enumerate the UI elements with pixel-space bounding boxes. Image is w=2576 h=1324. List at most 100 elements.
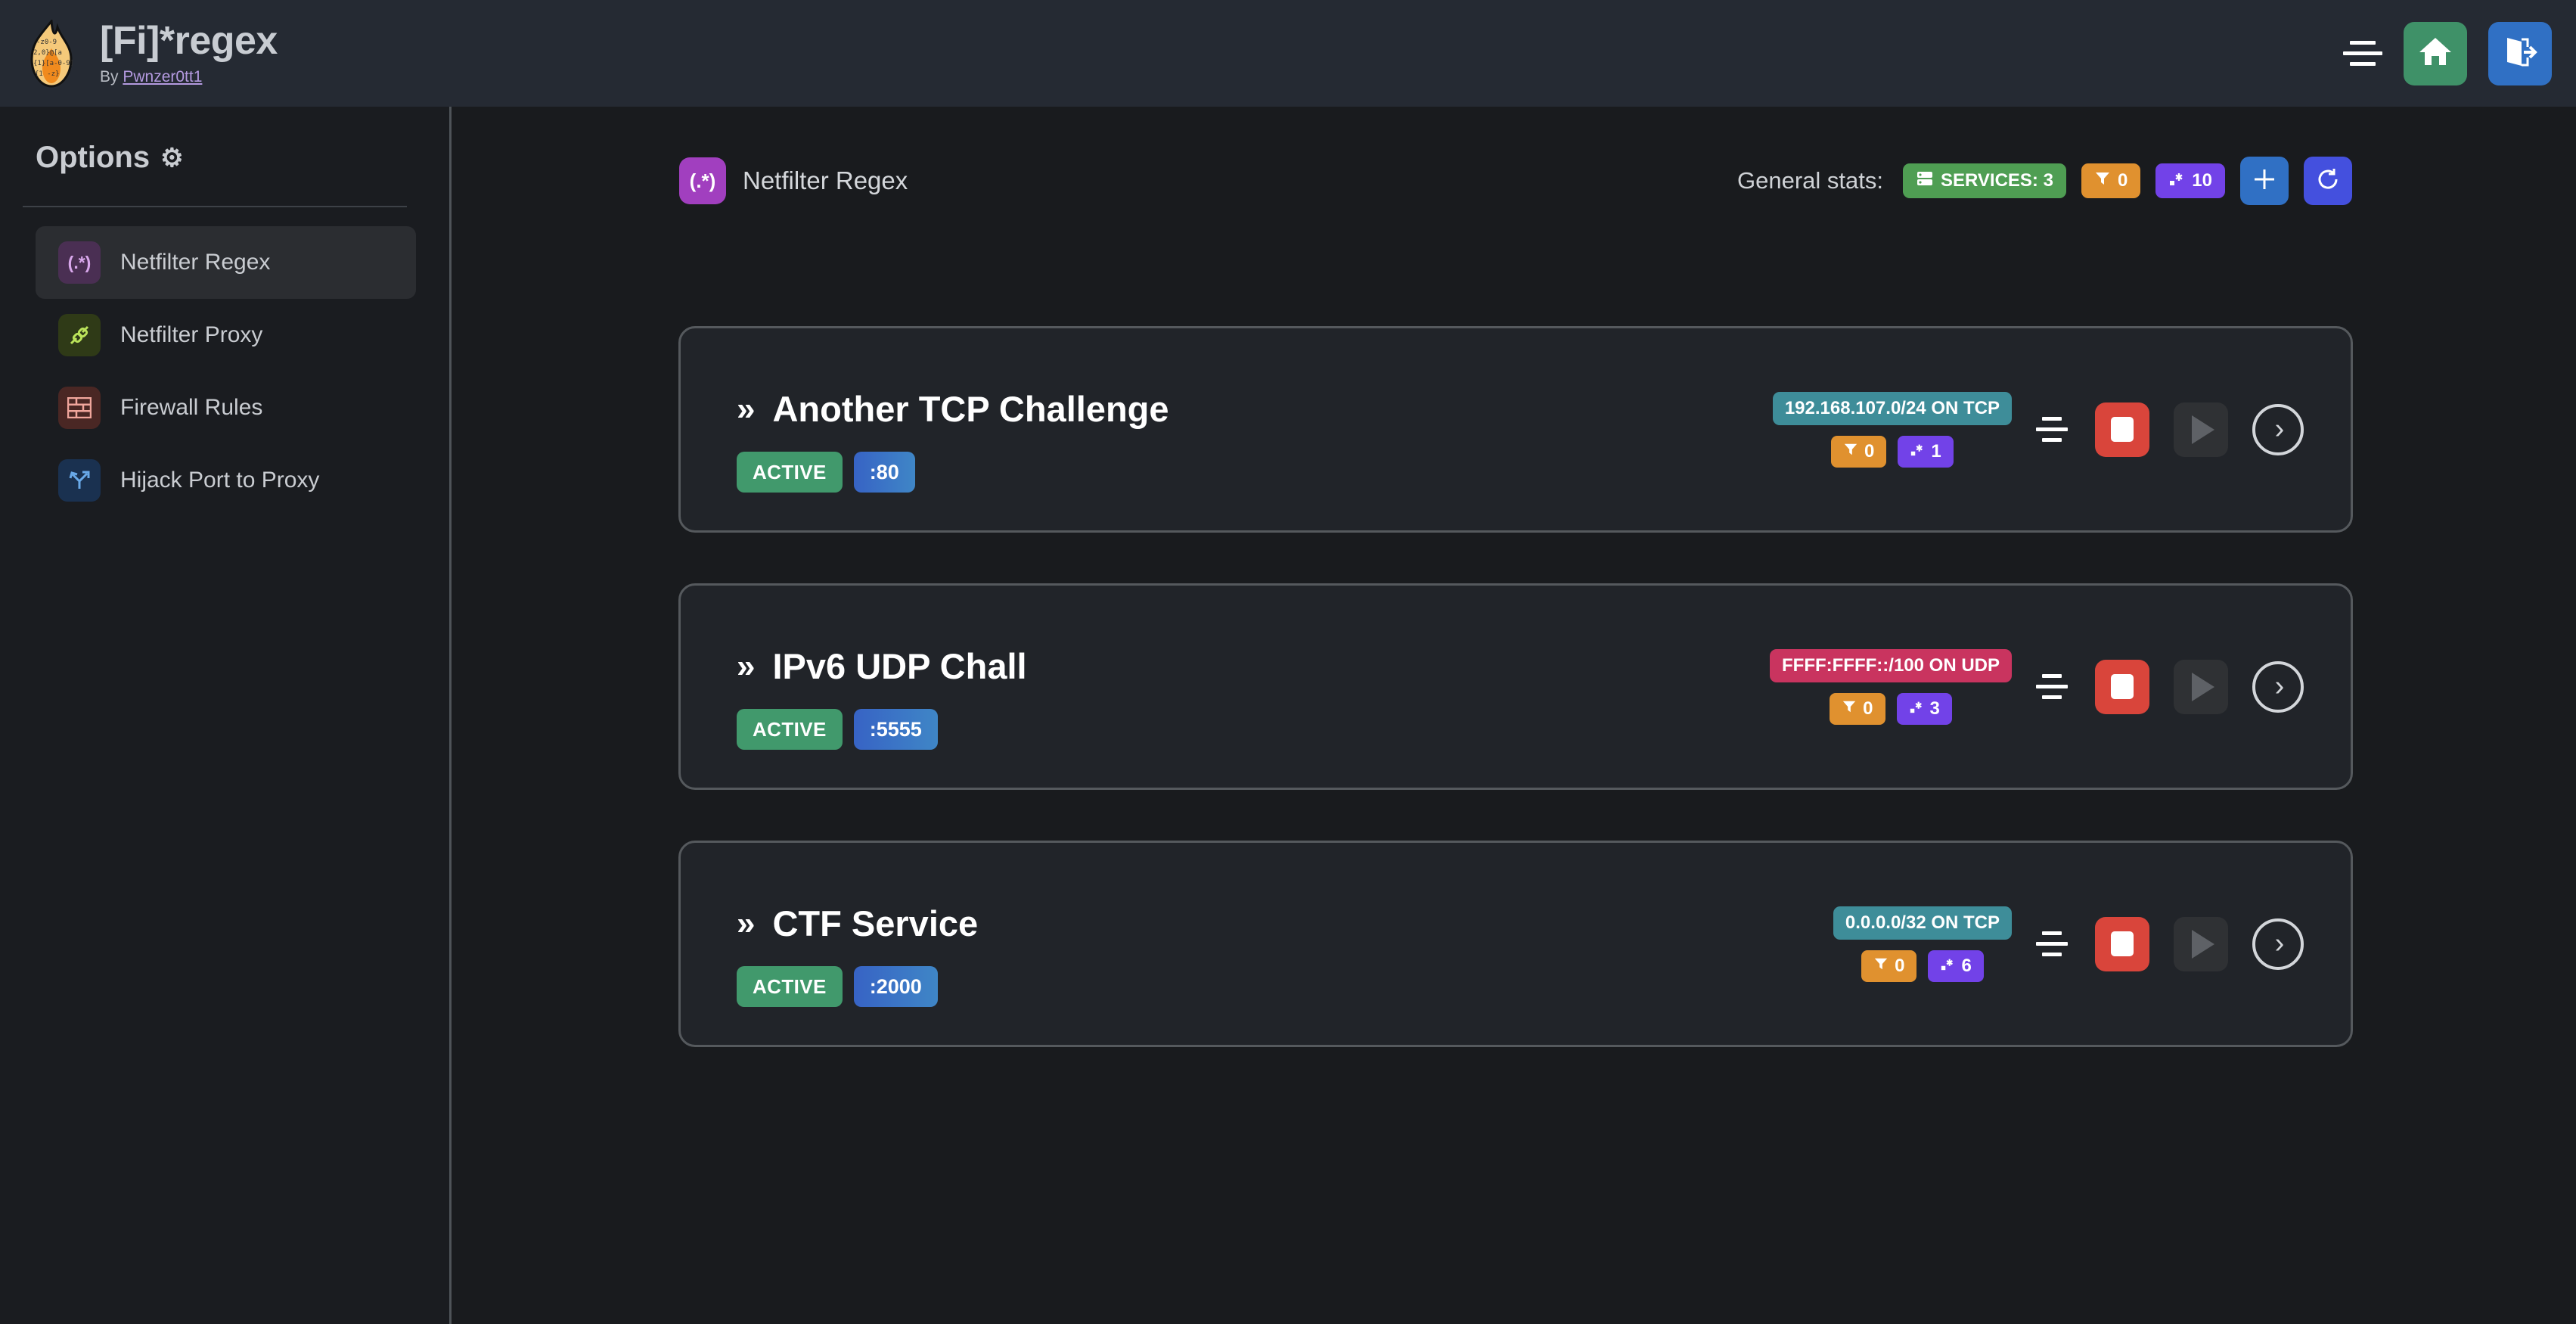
regex-small-icon <box>2168 170 2185 192</box>
logout-icon <box>2503 35 2537 72</box>
refresh-button[interactable] <box>2304 157 2352 205</box>
stop-icon <box>2111 674 2134 699</box>
logout-button[interactable] <box>2488 21 2552 85</box>
chevron-right-icon: › <box>2274 928 2285 959</box>
svg-text:2,0}@[a: 2,0}@[a <box>33 49 62 57</box>
service-regex-count: 1 <box>1931 440 1941 462</box>
network-badge: FFFF:FFFF::/100 ON UDP <box>1770 648 2012 682</box>
filter-icon <box>1843 441 1858 462</box>
services-count-badge: SERVICES: 3 <box>1902 163 2066 198</box>
author-link[interactable]: Pwnzer0tt1 <box>123 67 203 85</box>
sidebar-divider <box>23 206 407 207</box>
double-chevron-icon: » <box>737 390 756 427</box>
sidebar-item-netfilter-proxy[interactable]: Netfilter Proxy <box>36 299 416 371</box>
add-service-button[interactable] <box>2240 157 2289 205</box>
svg-text:{1}[a-0-9]: {1}[a-0-9] <box>33 60 74 67</box>
fork-arrow-icon <box>58 459 101 502</box>
regex-count-badge: 10 <box>2155 163 2225 198</box>
stop-button[interactable] <box>2095 402 2149 457</box>
play-button[interactable] <box>2174 916 2228 971</box>
service-filters-badge: 0 <box>1830 692 1885 725</box>
flame-icon: -z0-9 2,0}@[a {1}[a-0-9] {1 -z} <box>26 17 77 88</box>
gear-icon: ⚙ <box>160 143 184 172</box>
app-title: [Fi]*regex <box>100 18 278 63</box>
play-icon <box>2192 929 2214 959</box>
general-stats: General stats: SERVICES: 3 0 <box>1737 157 2352 205</box>
stop-icon <box>2111 417 2134 442</box>
main-content: (.*) Netfilter Regex General stats: SERV… <box>454 107 2576 1324</box>
service-regex-badge: 6 <box>1928 949 1984 982</box>
filter-icon <box>1842 698 1857 719</box>
app-header: -z0-9 2,0}@[a {1}[a-0-9] {1 -z} [Fi]*reg… <box>0 0 2576 107</box>
service-title: » IPv6 UDP Chall <box>737 645 1027 687</box>
open-service-button[interactable]: › <box>2252 918 2304 970</box>
service-name: IPv6 UDP Chall <box>772 646 1027 686</box>
service-card[interactable]: » IPv6 UDP Chall ACTIVE :5555 FFFF:FFFF:… <box>678 583 2353 790</box>
sidebar-title: Options ⚙ <box>36 141 184 175</box>
filters-count-label: 0 <box>2117 170 2128 191</box>
sidebar: Options ⚙ (.*) Netfilter Regex Netfilter… <box>0 107 452 1324</box>
regex-count-label: 10 <box>2192 170 2212 191</box>
service-name: CTF Service <box>772 903 979 943</box>
chevron-right-icon: › <box>2274 670 2285 702</box>
page-header: (.*) Netfilter Regex General stats: SERV… <box>679 152 2352 210</box>
status-badge: ACTIVE <box>737 966 843 1007</box>
port-badge: :80 <box>853 452 915 493</box>
sidebar-item-hijack-port-to-proxy[interactable]: Hijack Port to Proxy <box>36 444 416 517</box>
sidebar-title-label: Options <box>36 141 151 174</box>
brick-wall-icon <box>58 387 101 429</box>
regex-icon: (.*) <box>58 241 101 284</box>
open-service-button[interactable]: › <box>2252 660 2304 713</box>
open-service-button[interactable]: › <box>2252 403 2304 455</box>
sidebar-item-label: Netfilter Regex <box>120 250 271 275</box>
network-badge: 0.0.0.0/32 ON TCP <box>1833 906 2012 940</box>
play-icon <box>2192 415 2214 444</box>
filter-icon <box>2094 170 2111 192</box>
sidebar-item-label: Firewall Rules <box>120 395 263 420</box>
double-chevron-icon: » <box>737 904 756 942</box>
filters-count-badge: 0 <box>2081 163 2141 198</box>
play-icon <box>2192 672 2214 701</box>
hamburger-icon[interactable] <box>2343 39 2382 69</box>
sidebar-item-label: Hijack Port to Proxy <box>120 468 320 493</box>
general-stats-label: General stats: <box>1737 167 1883 194</box>
refresh-icon <box>2315 166 2341 196</box>
sidebar-item-netfilter-regex[interactable]: (.*) Netfilter Regex <box>36 226 416 299</box>
page-title: Netfilter Regex <box>743 166 908 194</box>
regex-icon: (.*) <box>679 157 726 204</box>
service-name: Another TCP Challenge <box>772 389 1169 429</box>
service-title: » CTF Service <box>737 903 978 944</box>
home-button[interactable] <box>2404 21 2467 85</box>
play-button[interactable] <box>2174 402 2228 457</box>
regex-small-icon <box>1909 698 1924 719</box>
service-regex-count: 6 <box>1961 955 1972 976</box>
regex-small-icon <box>1910 441 1925 462</box>
status-badge: ACTIVE <box>737 709 843 750</box>
svg-text:{1 -z}: {1 -z} <box>35 70 60 78</box>
service-filters-badge: 0 <box>1861 949 1917 982</box>
service-title: » Another TCP Challenge <box>737 388 1169 430</box>
service-regex-badge: 1 <box>1898 435 1954 468</box>
service-card[interactable]: » Another TCP Challenge ACTIVE :80 192.1… <box>678 326 2353 533</box>
sidebar-item-label: Netfilter Proxy <box>120 322 263 347</box>
drag-handle-icon[interactable] <box>2036 674 2071 699</box>
filter-icon <box>1873 956 1889 977</box>
status-badge: ACTIVE <box>737 452 843 493</box>
port-badge: :5555 <box>853 709 938 750</box>
services-count-label: SERVICES: 3 <box>1940 170 2053 191</box>
stop-button[interactable] <box>2095 916 2149 971</box>
service-filters-count: 0 <box>1864 440 1875 462</box>
service-filters-badge: 0 <box>1831 435 1887 468</box>
plus-icon <box>2252 166 2277 196</box>
sidebar-item-firewall-rules[interactable]: Firewall Rules <box>36 371 416 444</box>
drag-handle-icon[interactable] <box>2036 417 2071 442</box>
stop-icon <box>2111 931 2134 956</box>
svg-text:-z0-9: -z0-9 <box>36 39 57 46</box>
play-button[interactable] <box>2174 659 2228 714</box>
drag-handle-icon[interactable] <box>2036 931 2071 956</box>
port-badge: :2000 <box>853 966 938 1007</box>
service-card[interactable]: » CTF Service ACTIVE :2000 0.0.0.0/32 ON… <box>678 841 2353 1047</box>
server-icon <box>1916 169 1934 193</box>
stop-button[interactable] <box>2095 659 2149 714</box>
service-regex-count: 3 <box>1929 698 1940 719</box>
